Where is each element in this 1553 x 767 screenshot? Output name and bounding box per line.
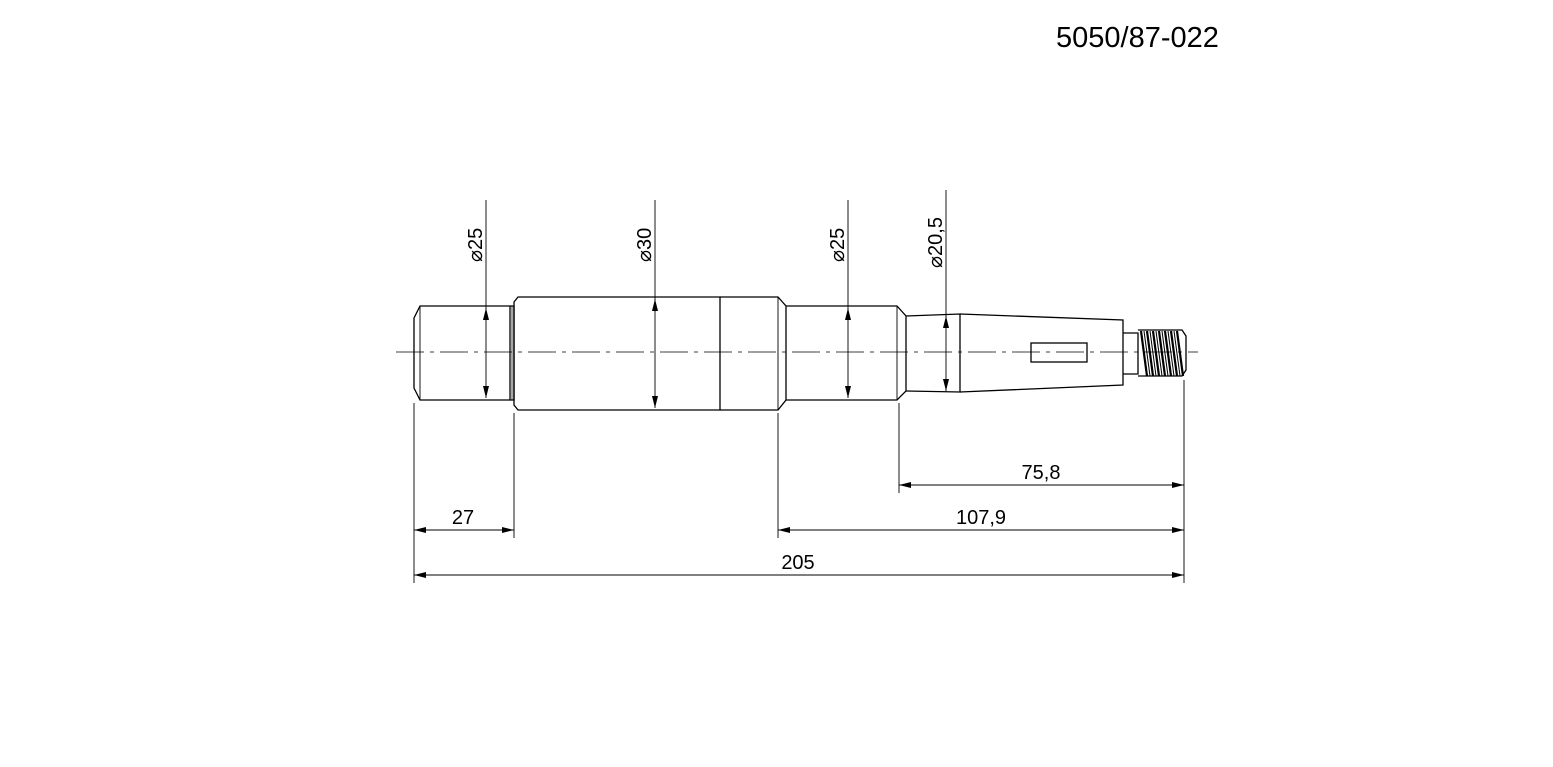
length-label-total: 205 [781,552,814,574]
journal-left [413,305,511,401]
thread-shank [1123,332,1139,375]
body-main [513,296,721,411]
shaft-outline [413,296,1187,411]
diameter-dimensions [483,190,949,408]
diameter-label-d4: ⌀20,5 [925,217,947,268]
extension-lines [413,380,1185,583]
journal-middle [786,305,907,401]
part-number: 5050/87-022 [1056,22,1219,54]
length-label-l1: 27 [452,507,474,529]
length-label-l3: 75,8 [1022,462,1061,484]
taper [959,313,1124,393]
seat [905,313,961,393]
diameter-label-d2: ⌀30 [634,228,656,262]
length-dimensions [414,482,1184,578]
body-section [720,296,787,411]
thread-end [1138,329,1187,377]
diameter-label-d3: ⌀25 [827,228,849,262]
thread-hatching [1139,330,1185,377]
length-label-l2: 107,9 [956,507,1006,529]
diameter-label-d1: ⌀25 [465,228,487,262]
keyway [1030,342,1088,363]
